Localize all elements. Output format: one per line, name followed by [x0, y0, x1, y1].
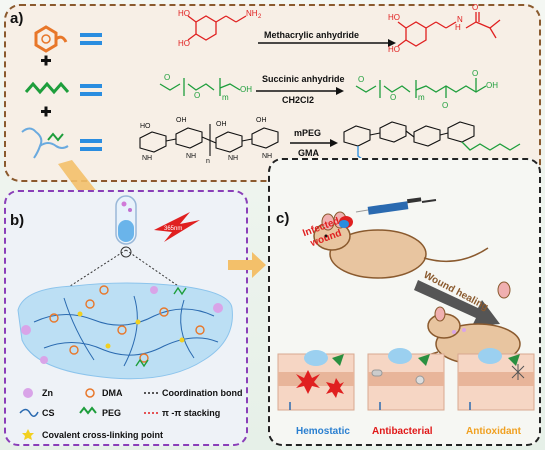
legend-zn: Zn	[42, 388, 53, 398]
syringe-icon	[355, 197, 437, 215]
uv-lightning-icon: 365nm	[154, 212, 200, 242]
cs-chain-icon	[21, 127, 69, 159]
svg-text:O: O	[194, 91, 200, 100]
antioxidant-label: Antioxidant	[466, 426, 521, 437]
svg-text:N: N	[457, 15, 463, 24]
antibacterial-label: Antibacterial	[372, 426, 433, 437]
panel-c-label: c)	[276, 210, 290, 227]
svg-text:m: m	[222, 93, 229, 102]
svg-text:O: O	[164, 73, 170, 82]
zn-markers	[21, 286, 223, 364]
svg-text:HO: HO	[388, 45, 400, 54]
equals-icon	[80, 33, 102, 151]
mouse-infected	[313, 211, 489, 279]
reagent-mpeg: mPEG	[294, 128, 322, 138]
hemostatic-label: Hemostatic	[296, 426, 350, 437]
svg-text:OH: OH	[176, 117, 187, 124]
svg-text:HO: HO	[388, 13, 400, 22]
svg-text:O: O	[472, 69, 478, 78]
panel-a-label: a)	[10, 10, 24, 27]
chitosan-structure	[139, 124, 279, 156]
hydrogel-network	[17, 282, 233, 380]
arrow-3	[290, 139, 338, 147]
svg-text:O: O	[472, 3, 478, 12]
zoom-circle	[120, 246, 132, 258]
svg-text:O: O	[390, 93, 396, 102]
svg-text:NH: NH	[262, 153, 272, 160]
panel-c-graphics	[277, 197, 535, 411]
legend-coordination: Coordination bond	[162, 388, 243, 398]
dopamine-structure	[187, 15, 247, 41]
action-arrows	[332, 354, 520, 366]
svg-text:O: O	[358, 75, 364, 84]
zoom-lines	[63, 249, 185, 291]
dma-structure	[397, 12, 501, 47]
arrow-b-to-c	[228, 252, 266, 278]
legend-pi-stacking: π -π stacking	[162, 408, 221, 418]
carboxy-peg-structure	[355, 78, 487, 98]
covalent-points	[77, 311, 185, 349]
peg-branch	[461, 141, 521, 151]
legend-cs: CS	[42, 408, 55, 418]
svg-text:m: m	[418, 93, 425, 102]
svg-text:HO: HO	[140, 123, 151, 130]
legend-dma: DMA	[102, 388, 123, 398]
legend-covalent: Covalent cross-linking point	[42, 430, 164, 440]
panel-b-graphics: 365nm	[17, 195, 233, 440]
mpeg-structure	[159, 78, 241, 96]
svg-text:O: O	[442, 101, 448, 110]
dma-markers	[49, 285, 205, 363]
svg-text:HO: HO	[178, 9, 190, 18]
cs-chains	[33, 295, 219, 367]
skin-tile-antibacterial	[367, 348, 445, 411]
svg-text:NH: NH	[246, 9, 258, 18]
arrow-1	[258, 39, 396, 47]
solvent-ch2cl2: CH2Cl2	[282, 95, 315, 105]
peg-segments	[135, 286, 187, 368]
dma-benzene-icon	[34, 25, 68, 53]
panel-b-label: b)	[10, 212, 25, 229]
arrow-2	[256, 87, 344, 95]
svg-text:NH: NH	[228, 155, 238, 162]
svg-text:365nm: 365nm	[164, 226, 182, 232]
skin-tile-antioxidant	[457, 348, 535, 411]
svg-text:HO: HO	[178, 39, 190, 48]
svg-text:NH: NH	[142, 155, 152, 162]
reagent-succinic: Succinic anhydride	[262, 74, 345, 84]
legend-peg: PEG	[102, 408, 122, 418]
reagent-gma: GMA	[298, 148, 319, 158]
svg-text:OH: OH	[256, 117, 267, 124]
legend-icons	[19, 388, 158, 440]
reagent-methacrylic: Methacrylic anhydride	[264, 30, 360, 40]
svg-text:H: H	[455, 23, 461, 32]
healing-arrow	[414, 280, 500, 326]
skin-tile-hemostatic	[277, 350, 355, 411]
svg-text:2: 2	[258, 14, 262, 20]
modified-chitosan-structure	[343, 121, 475, 147]
peg-zigzag-icon	[24, 81, 70, 95]
svg-text:OH: OH	[486, 81, 498, 90]
svg-text:OH: OH	[240, 85, 252, 94]
test-tube-icon	[115, 195, 137, 245]
svg-text:OH: OH	[216, 121, 227, 128]
svg-text:NH: NH	[186, 153, 196, 160]
plus-icon	[41, 55, 51, 117]
svg-text:n: n	[206, 158, 210, 165]
